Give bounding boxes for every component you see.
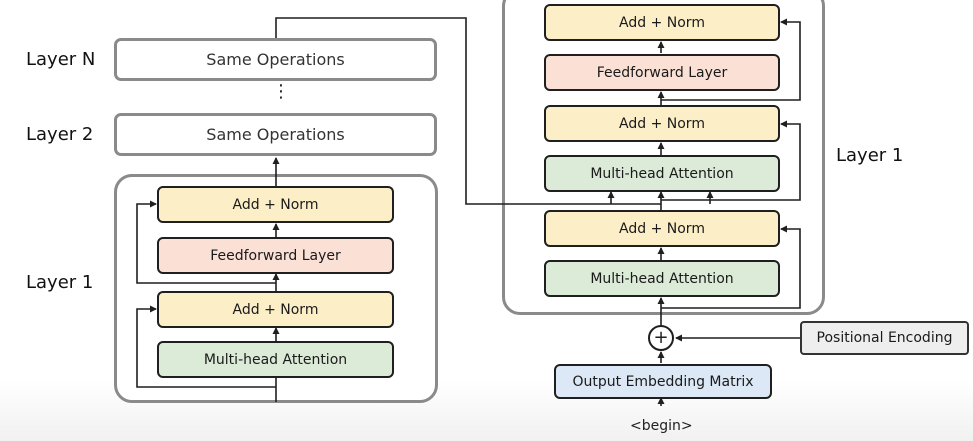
- dec-residual-1: [661, 225, 801, 309]
- encoder-layer-n-label: Layer N: [26, 49, 96, 70]
- output-embedding-matrix-box: Output Embedding Matrix: [554, 364, 772, 399]
- encoder-layer-n-box: Same Operations: [114, 38, 437, 81]
- encoder-layer-2-box: Same Operations: [114, 113, 437, 156]
- plus-icon: +: [648, 325, 674, 351]
- encoder-feedforward-layer: Feedforward Layer: [157, 237, 394, 274]
- decoder-layer-1-label: Layer 1: [836, 145, 904, 166]
- begin-token-label: <begin>: [630, 418, 693, 434]
- dec-residual-3: [661, 18, 801, 101]
- decoder-feedforward-layer: Feedforward Layer: [544, 54, 780, 91]
- decoder-add-norm-bottom: Add + Norm: [544, 210, 780, 247]
- enc-residual-2: [136, 200, 276, 284]
- decoder-add-norm-top: Add + Norm: [544, 4, 780, 41]
- positional-encoding-box: Positional Encoding: [800, 321, 969, 355]
- decoder-cross-attention: Multi-head Attention: [544, 155, 780, 192]
- decoder-add-norm-middle: Add + Norm: [544, 105, 780, 142]
- encoder-layer-1-label: Layer 1: [26, 272, 94, 293]
- encoder-layer-2-label: Layer 2: [26, 124, 94, 145]
- encoder-add-norm-bottom: Add + Norm: [157, 291, 394, 328]
- enc-residual-1: [136, 305, 276, 388]
- decoder-self-attention: Multi-head Attention: [544, 260, 780, 297]
- dec-residual-2: [661, 120, 801, 201]
- encoder-add-norm-top: Add + Norm: [157, 186, 394, 223]
- encoder-multi-head-attention: Multi-head Attention: [157, 341, 394, 378]
- encoder-output-line: [275, 17, 661, 205]
